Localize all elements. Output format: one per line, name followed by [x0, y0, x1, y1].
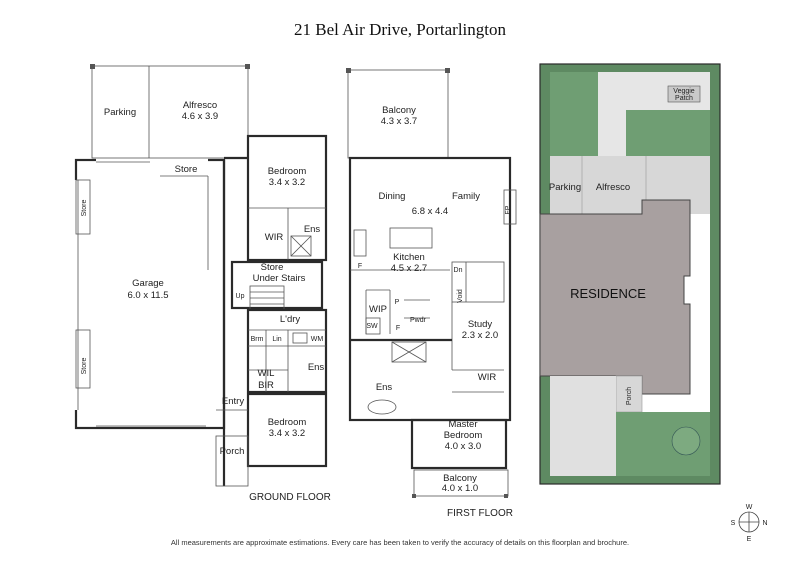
label-up: Up	[236, 293, 245, 300]
label-study: Study	[468, 319, 493, 330]
label-kitchen-size: 4.5 x 2.7	[391, 263, 427, 274]
label-balcony-top: Balcony	[382, 105, 416, 116]
label-bedroom-1-size: 3.4 x 3.2	[269, 177, 305, 188]
label-porch: Porch	[220, 446, 245, 457]
label-entry: Entry	[222, 396, 244, 407]
label-balcony-bottom: Balcony	[443, 473, 477, 484]
label-pwdr: Pwdr	[410, 317, 427, 324]
site-plan	[539, 63, 721, 485]
label-wir: WIR	[265, 232, 284, 243]
label-parking: Parking	[104, 107, 136, 118]
alfresco-outline	[91, 65, 249, 159]
label-kitchen: Kitchen	[393, 252, 425, 263]
room-labels: Parking Alfresco 4.6 x 3.9 Store Store S…	[81, 88, 768, 543]
label-garage: Garage	[132, 278, 164, 289]
label-store-left-bottom: Store	[81, 358, 88, 375]
label-ens-2: Ens	[308, 362, 325, 373]
compass-icon	[738, 511, 760, 533]
label-ens: Ens	[376, 382, 393, 393]
label-balcony-top-size: 4.3 x 3.7	[381, 116, 417, 127]
label-wip: WIP	[369, 304, 387, 315]
compass-s: S	[731, 520, 736, 527]
label-residence: RESIDENCE	[570, 286, 646, 301]
label-store-left-top: Store	[81, 200, 88, 217]
ground-floor-plan	[74, 64, 328, 487]
compass-w: W	[746, 504, 753, 511]
label-garage-size: 6.0 x 11.5	[127, 290, 168, 301]
label-f-1: F	[358, 263, 362, 270]
label-wil: WIL	[258, 368, 275, 379]
label-living-size: 6.8 x 4.4	[412, 206, 448, 217]
label-site-parking: Parking	[549, 182, 581, 193]
label-site-alfresco: Alfresco	[596, 182, 630, 193]
label-sw: SW	[366, 323, 378, 330]
label-void: Void	[457, 289, 464, 303]
label-balcony-bottom-size: 4.0 x 1.0	[442, 483, 478, 494]
label-f-2: F	[396, 325, 400, 332]
label-bedroom-2: Bedroom	[268, 417, 307, 428]
ground-floor-caption: GROUND FLOOR	[249, 492, 331, 503]
label-laundry: L'dry	[280, 314, 301, 325]
compass-e: E	[747, 536, 752, 543]
label-store-top: Store	[175, 164, 198, 175]
label-veggie: Veggie	[673, 88, 695, 95]
label-alfresco: Alfresco	[183, 100, 217, 111]
label-master-size: 4.0 x 3.0	[445, 441, 481, 452]
label-master: Master	[448, 419, 477, 430]
label-bir: BIR	[258, 380, 274, 391]
label-family: Family	[452, 191, 480, 202]
label-p: P	[395, 299, 400, 306]
label-wir-ff: WIR	[478, 372, 497, 383]
label-under-stairs: Under Stairs	[253, 273, 306, 284]
label-brm: Brm	[251, 336, 264, 343]
first-floor-plan	[346, 68, 517, 498]
label-master-bedroom: Bedroom	[444, 430, 483, 441]
label-alfresco-size: 4.6 x 3.9	[182, 111, 218, 122]
page-title: 21 Bel Air Drive, Portarlington	[293, 20, 506, 39]
label-study-size: 2.3 x 2.0	[462, 330, 498, 341]
disclaimer: All measurements are approximate estimat…	[170, 538, 630, 547]
label-patch: Patch	[675, 95, 693, 102]
label-bedroom-1: Bedroom	[268, 166, 307, 177]
label-dn: Dn	[454, 267, 463, 274]
label-wm: WM	[311, 336, 324, 343]
label-lin: Lin	[272, 336, 281, 343]
label-dining: Dining	[379, 191, 406, 202]
label-bedroom-2-size: 3.4 x 3.2	[269, 428, 305, 439]
label-fp: FP	[505, 205, 512, 214]
compass-n: N	[762, 520, 767, 527]
label-site-porch: Porch	[626, 387, 633, 405]
label-ens-1: Ens	[304, 224, 321, 235]
label-store-under: Store	[261, 262, 284, 273]
first-floor-caption: FIRST FLOOR	[447, 508, 513, 519]
